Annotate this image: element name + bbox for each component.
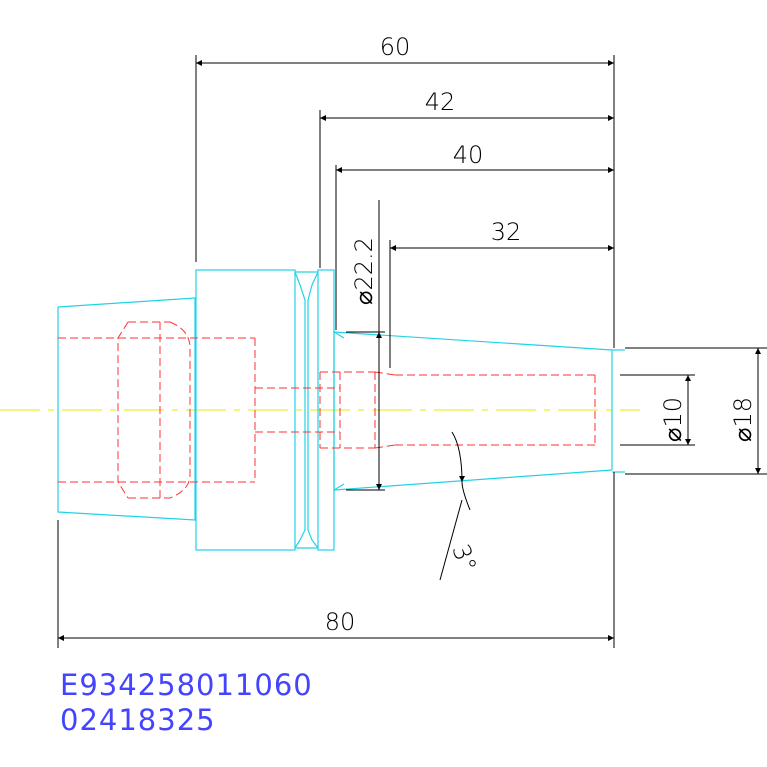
dim-32: 32 <box>491 218 522 246</box>
dimension-lines <box>57 55 767 648</box>
dim-angle-3: 3° <box>446 540 482 575</box>
dim-40: 40 <box>453 141 484 169</box>
dim-60: 60 <box>380 33 411 61</box>
part-code: 02418325 <box>60 703 216 737</box>
hidden-lines <box>58 321 596 499</box>
part-labels: E934258011060 02418325 <box>60 668 313 737</box>
dim-dia-22-2: ⌀22.2 <box>350 237 378 305</box>
dim-dia-10: ⌀10 <box>659 397 687 442</box>
dim-dia-18: ⌀18 <box>729 397 757 442</box>
part-number: E934258011060 <box>60 668 313 702</box>
dim-42: 42 <box>425 88 456 116</box>
dim-80: 80 <box>325 608 356 636</box>
